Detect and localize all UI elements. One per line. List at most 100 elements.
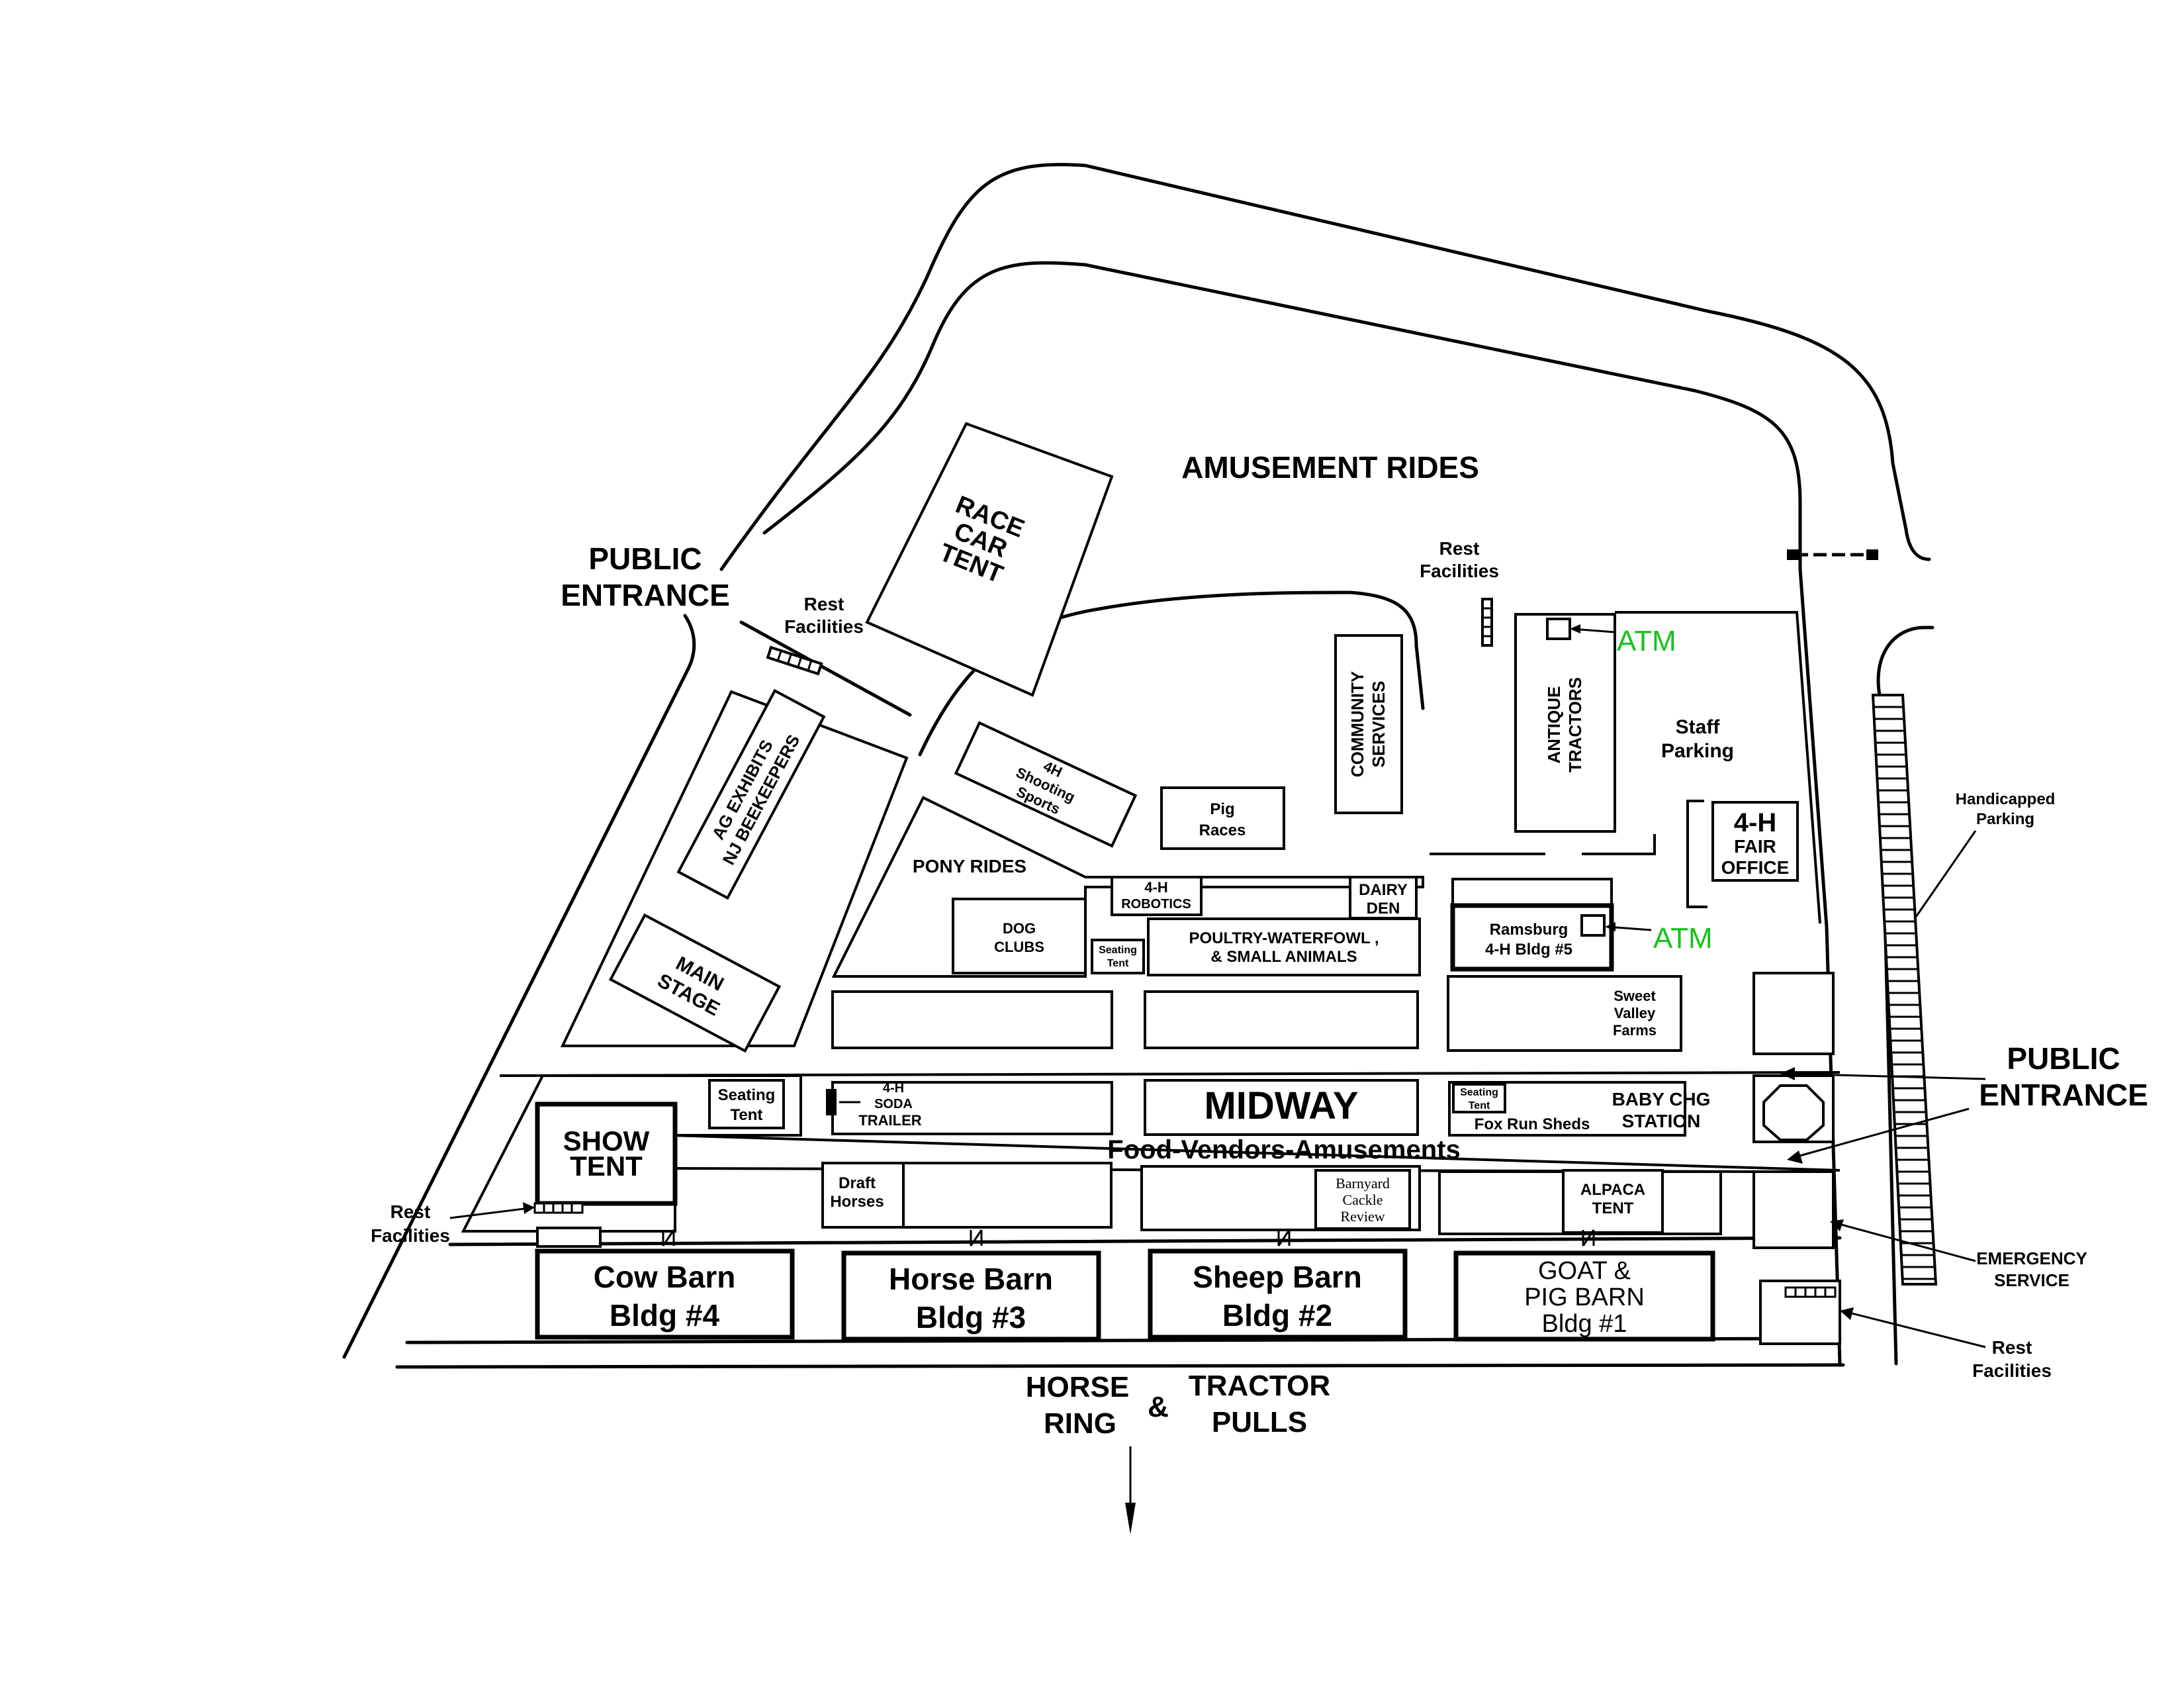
main-stage[interactable]: MAIN STAGE: [608, 913, 782, 1053]
fox-run-sheds[interactable]: Seating Tent Fox Run Sheds BABY CHG STAT…: [1448, 1081, 1711, 1137]
left-road-outer: [342, 614, 696, 1359]
fair-office-line2: FAIR: [1734, 836, 1776, 857]
octagon-structure: [1762, 1084, 1825, 1141]
show-tent-line1: SHOW: [563, 1125, 650, 1156]
dog-clubs-line2: CLUBS: [994, 939, 1044, 955]
dairy-den[interactable]: DAIRY DEN: [1349, 876, 1418, 919]
community-services[interactable]: COMMUNITY SERVICES: [1334, 634, 1403, 814]
soda-line2: SODA: [874, 1097, 913, 1111]
cow-barn[interactable]: Cow Barn Bldg #4: [535, 1248, 795, 1340]
sweet-valley-line3: Farms: [1613, 1022, 1657, 1039]
rest-facilities-top-left[interactable]: Rest Facilities: [766, 594, 864, 676]
poultry-building[interactable]: POULTRY-WATERFOWL , & SMALL ANIMALS: [1147, 917, 1421, 976]
midway[interactable]: MIDWAY: [1144, 1079, 1419, 1136]
alpaca-tent[interactable]: ALPACA TENT: [1562, 1169, 1664, 1234]
right-road-outer: [1798, 567, 1842, 1366]
show-tent[interactable]: SHOW TENT: [535, 1102, 678, 1206]
horse-barn-line1: Horse Barn: [889, 1262, 1053, 1296]
public-entrance-right-line2: ENTRANCE: [1979, 1078, 2148, 1112]
seating-small-line2: Tent: [1107, 958, 1129, 969]
shooting-sports[interactable]: 4H Shooting Sports: [954, 721, 1138, 848]
barn-markers: [662, 1229, 1595, 1246]
atm-top-box: [1546, 618, 1571, 640]
cow-barn-line2: Bldg #4: [610, 1298, 720, 1333]
goat-barn-line2: PIG BARN: [1524, 1284, 1645, 1311]
poultry-line2: & SMALL ANIMALS: [1210, 948, 1357, 966]
pig-races[interactable]: Pig Races: [1160, 786, 1285, 850]
show-tent-line2: TENT: [570, 1150, 643, 1182]
sweet-valley-farms[interactable]: Sweet Valley Farms: [1447, 975, 1682, 1052]
rest-facilities-top[interactable]: Rest Facilities: [1420, 538, 1499, 647]
ramsburg-building[interactable]: Ramsburg 4-H Bldg #5: [1450, 878, 1614, 972]
robotics[interactable]: 4-H ROBOTICS: [1111, 876, 1203, 916]
parking-curb-2: [1582, 834, 1656, 855]
pig-races-line1: Pig: [1210, 800, 1234, 818]
seating-right-line2: Tent: [1469, 1100, 1490, 1111]
dairy-den-line1: DAIRY: [1359, 881, 1408, 899]
horse-barn-line2: Bldg #3: [916, 1300, 1026, 1335]
barnyard-line3: Review: [1340, 1208, 1385, 1225]
horse-barn[interactable]: Horse Barn Bldg #3: [841, 1250, 1101, 1342]
race-car-tent[interactable]: RACE CAR TENT: [865, 422, 1114, 697]
west-block-outline: [560, 690, 909, 1047]
emergency-service: EMERGENCY SERVICE: [1830, 1219, 2087, 1290]
gate: [1787, 549, 1878, 560]
dog-clubs-line1: DOG: [1003, 920, 1036, 937]
goat-pig-barn[interactable]: GOAT & PIG BARN Bldg #1: [1453, 1250, 1715, 1342]
outer-loop-road-inner: [762, 261, 1802, 571]
sheep-barn[interactable]: Sheep Barn Bldg #2: [1148, 1248, 1408, 1340]
barnyard-line1: Barnyard: [1336, 1175, 1390, 1192]
seating-tent-left[interactable]: Seating Tent: [708, 1079, 785, 1129]
midway-label: MIDWAY: [1204, 1084, 1358, 1127]
soda-line1: 4-H: [883, 1081, 904, 1096]
seating-left-line1: Seating: [718, 1086, 776, 1104]
rest-top-line2: Facilities: [1420, 561, 1499, 581]
draft-horses[interactable]: Draft Horses: [821, 1162, 905, 1229]
baby-chg-line1: BABY CHG: [1612, 1089, 1711, 1109]
rest-facilities-right: Rest Facilities: [1840, 1307, 2052, 1381]
rest-right-line1: Rest: [1992, 1337, 2032, 1358]
draft-line2: Horses: [830, 1193, 884, 1211]
goat-barn-line1: GOAT &: [1538, 1257, 1631, 1285]
fair-office-line1: 4-H: [1734, 808, 1776, 837]
antique-tractors[interactable]: ANTIQUE TRACTORS: [1514, 613, 1616, 833]
atm-top-label: ATM: [1617, 625, 1676, 657]
public-entrance-left-line2: ENTRANCE: [561, 578, 730, 612]
tractor-pulls-line2: PULLS: [1212, 1406, 1307, 1438]
barnyard-cackle-review[interactable]: Barnyard Cackle Review: [1314, 1169, 1411, 1230]
poultry-line1: POULTRY-WATERFOWL ,: [1189, 929, 1379, 947]
robotics-line2: ROBOTICS: [1121, 897, 1191, 912]
ag-exhibits-building[interactable]: AG EXHIBITS NJ BEEKEEPERS: [676, 688, 826, 900]
south-arrow-head: [1125, 1503, 1136, 1534]
rest-facilities-left[interactable]: Rest Facilities: [371, 1201, 602, 1248]
sweet-valley-line2: Valley: [1614, 1005, 1656, 1021]
dog-clubs[interactable]: DOG CLUBS: [952, 898, 1087, 974]
emergency-line2: SERVICE: [1994, 1270, 2070, 1290]
staff-parking-line2: Parking: [1661, 740, 1734, 762]
public-entrance-right-line1: PUBLIC: [2007, 1041, 2120, 1076]
midway-road-bottom: [668, 1134, 1841, 1172]
staff-parking: Staff Parking: [1661, 716, 1734, 762]
horse-ring-line2: RING: [1044, 1407, 1116, 1440]
soda-line3: TRAILER: [858, 1112, 921, 1129]
ramsburg-line1: Ramsburg: [1490, 921, 1569, 939]
fair-office-line3: OFFICE: [1721, 857, 1790, 878]
handicapped-parking-stalls: [1871, 694, 1938, 1286]
fair-office[interactable]: 4-H FAIR OFFICE: [1711, 801, 1799, 882]
seating-small-line1: Seating: [1099, 945, 1137, 956]
right-road-inner: [1876, 626, 1934, 697]
barnyard-line2: Cackle: [1342, 1192, 1383, 1208]
tractor-pulls-line1: TRACTOR: [1189, 1370, 1330, 1402]
rest-right-stalls: [1784, 1286, 1837, 1298]
seating-tent-small[interactable]: Seating Tent: [1091, 939, 1145, 974]
handicapped-parking: Handicapped Parking: [1915, 790, 2055, 917]
baby-chg-line2: STATION: [1622, 1111, 1701, 1131]
ramsburg-line2: 4-H Bldg #5: [1485, 941, 1572, 959]
community-services-line1: COMMUNITY: [1347, 671, 1367, 777]
atm-mid-box: [1580, 914, 1606, 937]
soda-trailer[interactable]: 4-H SODA TRAILER: [826, 1081, 1113, 1135]
robotics-line1: 4-H: [1144, 879, 1167, 896]
alpaca-line2: TENT: [1592, 1199, 1634, 1217]
seating-tent-right[interactable]: [1452, 1083, 1506, 1113]
rest-left-line1: Rest: [390, 1201, 431, 1222]
